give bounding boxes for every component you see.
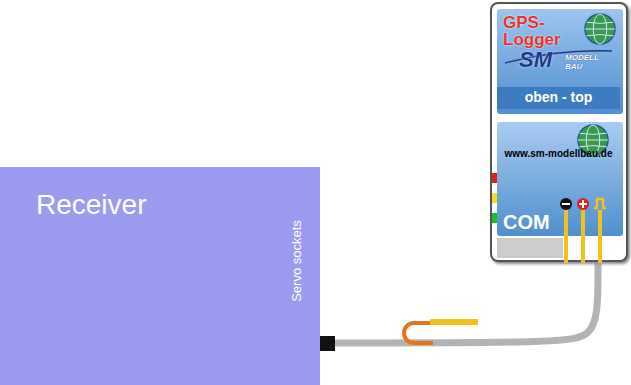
servo-sockets-label: Servo sockets	[289, 220, 304, 302]
website-url: www.sm-modellbau.de	[497, 148, 620, 160]
logger-top-panel: GPS-LoggerSM MODELL BAU oben - top	[497, 9, 623, 114]
pin	[598, 210, 602, 263]
orange-wire-loop	[404, 323, 433, 343]
device-title: GPS-Logger	[503, 14, 583, 48]
label-band	[497, 87, 620, 109]
led-green	[492, 213, 497, 223]
pin-symbols	[560, 198, 606, 210]
logo-subtitle: MODELL BAU	[565, 53, 605, 71]
led-red	[492, 173, 497, 183]
pin	[564, 210, 568, 263]
yellow-wire	[430, 319, 478, 325]
receiver-box: ReceiverServo sockets	[0, 167, 320, 385]
orientation-label: oben - top	[497, 88, 620, 106]
pin	[581, 210, 585, 263]
led-yellow	[492, 193, 497, 203]
logger-bottom-panel: www.sm-modellbau.deCOM	[497, 122, 623, 236]
connector-housing	[497, 238, 563, 258]
logo-letters: SM	[519, 49, 552, 71]
receiver-title: Receiver	[36, 189, 146, 221]
port-label: COM	[503, 211, 550, 233]
gps-logger-housing: GPS-LoggerSM MODELL BAU oben - top www.sm-m…	[490, 2, 628, 262]
cable	[320, 262, 598, 343]
globe-icon	[585, 14, 615, 44]
